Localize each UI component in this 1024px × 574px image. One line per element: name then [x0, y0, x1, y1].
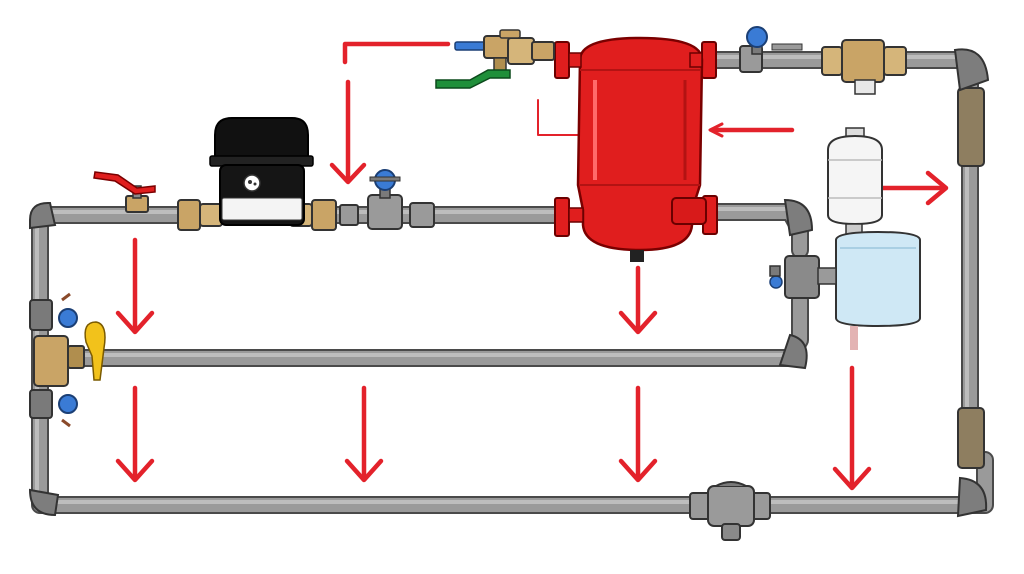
strainer: [707, 481, 755, 541]
arrow-icon: [618, 265, 658, 335]
meter-dial-icon: [243, 174, 261, 192]
red-buffer-tank: [554, 36, 718, 262]
arrow-icon: [115, 237, 155, 335]
arrow-icon: [329, 41, 451, 185]
gauge-icon: [58, 308, 78, 328]
shutoff-valve-red-handle: [93, 171, 156, 213]
gauge-valve: [367, 169, 403, 230]
pipe-fittings: [28, 45, 990, 520]
water-meter: [177, 117, 359, 231]
brass-union: [821, 39, 907, 95]
arrow-icon: [344, 385, 384, 483]
pressure-gauge: [746, 26, 803, 55]
gauge-icon: [769, 275, 783, 289]
arrow-icon: [708, 122, 795, 138]
white-pressure-tank: [827, 127, 883, 237]
blue-expansion-tank: [835, 230, 921, 350]
valve-yellow-handle: [33, 292, 106, 428]
arrow-icon: [832, 365, 872, 491]
arrow-icon: [115, 385, 155, 483]
shutoff-valve-green-handle: [435, 29, 555, 89]
tank-connection-valve: [769, 255, 837, 299]
flow-arrows: [115, 41, 949, 491]
arrow-icon: [618, 385, 658, 483]
gauge-icon: [746, 26, 768, 48]
gauge-icon: [58, 394, 78, 414]
